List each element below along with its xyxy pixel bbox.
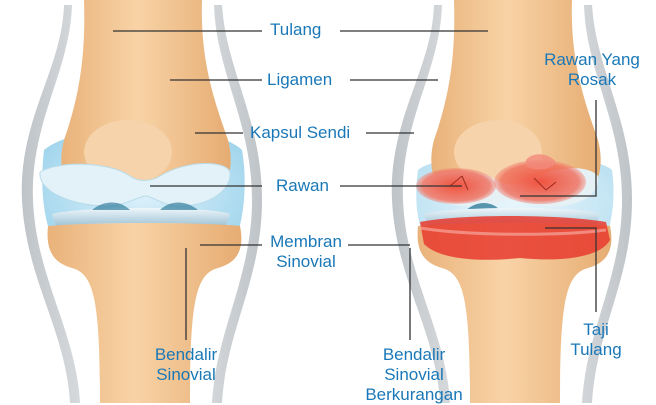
label-bendalir-sinovial: Bendalir Sinovial [145,345,227,385]
label-rawan-yang-rosak: Rawan Yang Rosak [536,50,648,90]
healthy-knee [22,0,262,403]
label-bendalir-sinovial-berkurangan: Bendalir Sinovial Berkurangan [360,345,468,405]
label-taji-tulang: Taji Tulang [562,320,630,360]
label-ligamen: Ligamen [267,70,332,90]
label-membran-sinovial: Membran Sinovial [266,232,346,272]
label-tulang: Tulang [270,20,321,40]
label-rawan: Rawan [276,176,329,196]
label-kapsul-sendi: Kapsul Sendi [250,123,350,143]
bone-spur-inflammation [420,216,610,260]
